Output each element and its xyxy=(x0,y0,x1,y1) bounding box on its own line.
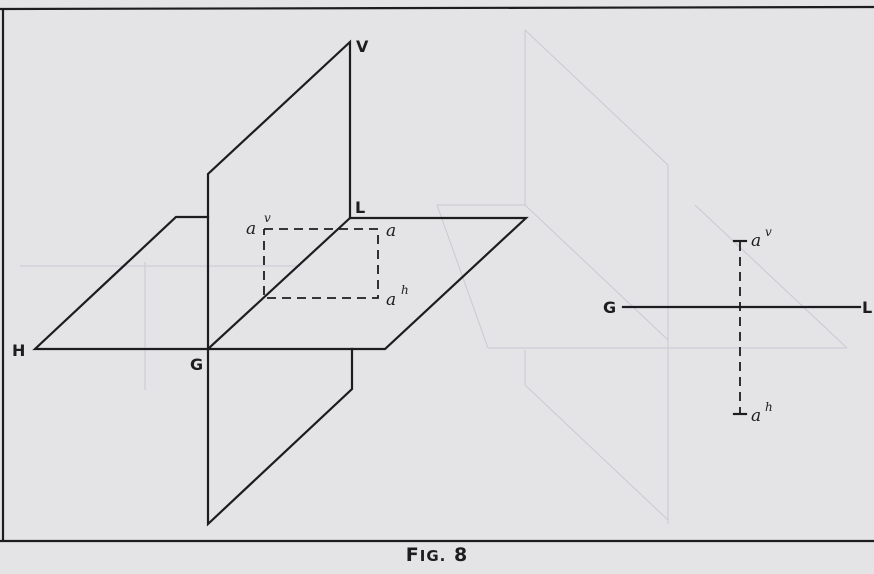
ortho-label-g: G xyxy=(603,298,616,317)
ortho-label-av-sup: v xyxy=(765,225,772,239)
label-h: H xyxy=(12,341,25,360)
label-ah-sup: h xyxy=(401,283,409,297)
label-av-sup: v xyxy=(264,211,271,225)
figure-caption: FIG. 8 xyxy=(0,544,874,566)
ortho-label-l: L xyxy=(862,298,872,317)
caption-number: 8 xyxy=(453,544,469,566)
label-g: G xyxy=(190,355,203,374)
label-v: V xyxy=(356,37,369,56)
label-ah-base: a xyxy=(386,290,396,310)
figure-frame xyxy=(0,5,874,543)
ortho-label-ah-sup: h xyxy=(765,400,773,414)
orthographic-view xyxy=(621,239,862,416)
horizontal-plane xyxy=(32,215,529,351)
label-l: L xyxy=(355,198,365,217)
point-a-projectors xyxy=(263,228,379,299)
caption-prefix: F xyxy=(405,544,420,566)
caption-smallcaps: IG. xyxy=(419,547,447,565)
show-through-ghost-figure xyxy=(20,29,848,524)
vertical-plane-upper xyxy=(206,39,352,351)
label-av-base: a xyxy=(246,219,256,239)
vertical-plane-lower xyxy=(206,347,354,527)
ortho-label-av-base: a xyxy=(751,231,761,251)
label-a: a xyxy=(386,221,396,241)
ortho-label-ah-base: a xyxy=(751,406,761,426)
